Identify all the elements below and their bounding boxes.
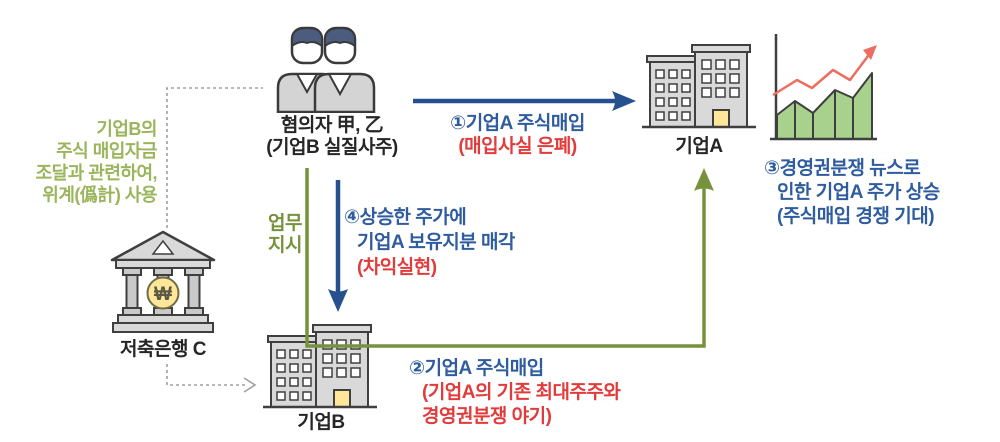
step3-line3: (주식매입 경쟁 기대)	[777, 206, 935, 227]
funding-note: 기업B의 주식 매입자금 조달과 관련하여, 위계(僞計) 사용	[0, 118, 158, 206]
work-order-label: 업무 지시	[242, 213, 302, 257]
funding-note-line2: 주식 매입자금	[56, 141, 157, 161]
step4-title-line1: ④상승한 주가에	[344, 207, 467, 228]
step4-title-line2: 기업A 보유지분 매각	[357, 232, 515, 253]
step4-label: ④상승한 주가에 기업A 보유지분 매각 (차익실현)	[344, 205, 515, 280]
step3-line2: 인한 기업A 주가 상승	[777, 182, 940, 203]
company-a-building-icon	[642, 44, 756, 129]
suspects-label: 혐의자 甲, 乙 (기업B 실질사주)	[232, 115, 432, 159]
dashed-bank-to-companyb-arrow	[166, 364, 257, 393]
step1-sub: (매입사실 은폐)	[458, 136, 577, 157]
step2-title: ②기업A 주식매입	[409, 358, 544, 379]
arrow-step1	[413, 91, 636, 111]
rising-stock-chart-icon	[770, 34, 877, 141]
step2-label: ②기업A 주식매입 (기업A의 기존 최대주주와 경영권분쟁 야기)	[409, 357, 621, 429]
company-a-label: 기업A	[649, 136, 749, 158]
step2-sub-line2: 경영권분쟁 야기)	[422, 406, 552, 427]
bank-label: 저축은행 C	[103, 339, 223, 361]
company-b-label: 기업B	[271, 412, 371, 434]
step1-label: ①기업A 주식매입 (매입사실 은폐)	[420, 112, 615, 158]
funding-note-line1: 기업B의	[96, 119, 157, 139]
work-order-line1: 업무	[268, 213, 302, 234]
dashed-note-connector	[166, 87, 263, 228]
funding-note-line4: 위계(僞計) 사용	[42, 185, 157, 205]
step3-line1: ③경영권분쟁 뉴스로	[764, 158, 921, 179]
suspects-role: (기업B 실질사주)	[266, 137, 398, 158]
step3-label: ③경영권분쟁 뉴스로 인한 기업A 주가 상승 (주식매입 경쟁 기대)	[764, 157, 940, 229]
arrow-step4	[328, 180, 348, 312]
two-persons-icon	[276, 26, 376, 113]
funding-note-line3: 조달과 관련하여,	[35, 163, 158, 183]
arrow-work-order-and-step2	[305, 168, 714, 348]
company-b-name: 기업B	[297, 412, 345, 433]
step2-sub-line1: (기업A의 기존 최대주주와	[422, 382, 621, 403]
bank-name: 저축은행 C	[120, 339, 206, 360]
suspects-name: 혐의자 甲, 乙	[280, 115, 384, 136]
won-symbol: ₩	[154, 284, 172, 305]
bank-icon: ₩	[110, 230, 216, 333]
step4-sub: (차익실현)	[357, 257, 437, 278]
work-order-line2: 지시	[268, 235, 302, 256]
company-a-name: 기업A	[675, 136, 723, 157]
step1-title: ①기업A 주식매입	[450, 113, 585, 134]
